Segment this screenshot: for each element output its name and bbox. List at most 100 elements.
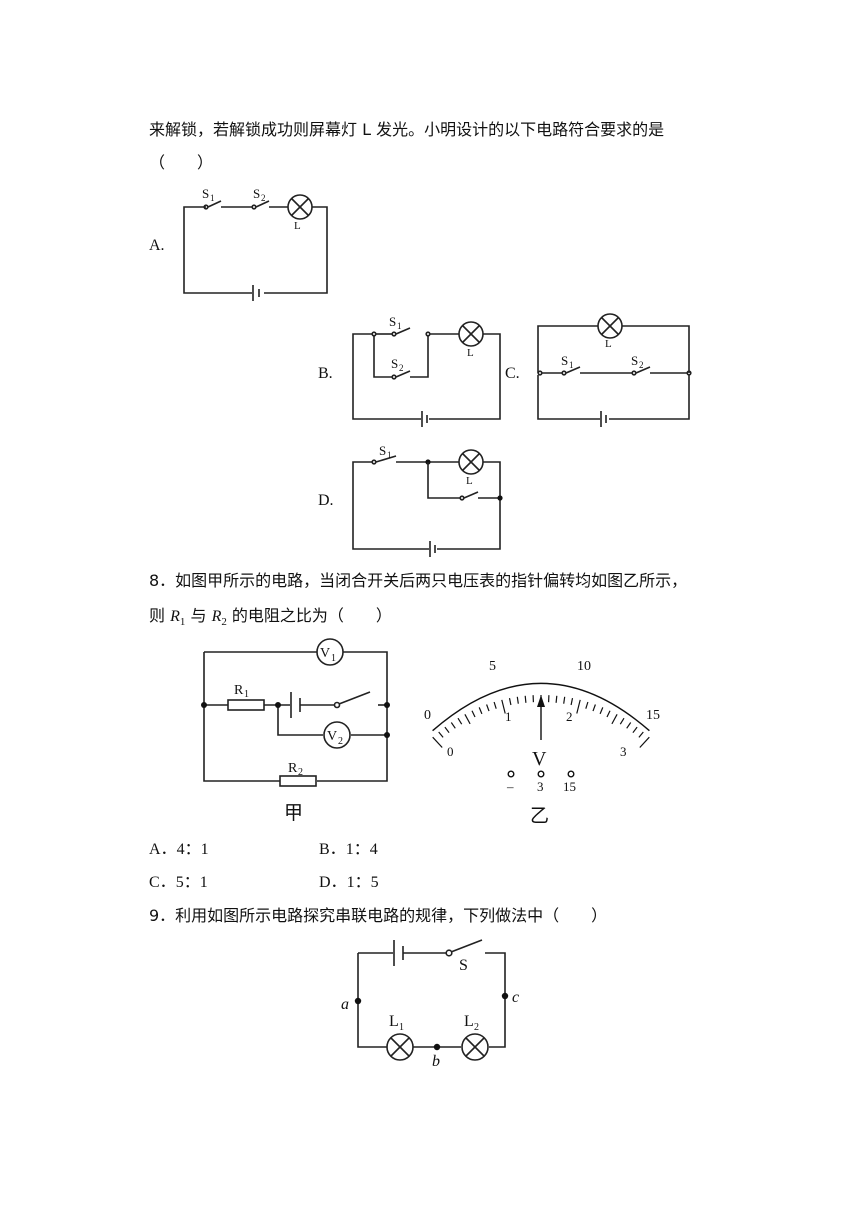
d-lamp-label: L — [466, 475, 473, 487]
jia-r1-label: R — [234, 683, 244, 698]
dial-tick — [508, 697, 512, 706]
yi-caption: 乙 — [530, 805, 550, 827]
a-s2-label: S — [253, 186, 260, 201]
terminal-3: 3 — [537, 779, 544, 794]
dial-ticks — [432, 695, 650, 748]
dial-tick — [563, 696, 566, 704]
c-s1-sub: 1 — [569, 360, 574, 370]
b-lamp-label: L — [467, 347, 474, 359]
dial-tick — [638, 731, 644, 738]
q9-l1-label: L — [389, 1013, 399, 1030]
dial-tick — [450, 722, 456, 729]
c-lamp-label: L — [605, 338, 612, 350]
q8-choice-b: B．1：4 — [319, 840, 378, 860]
q8-line1: 8．如图甲所示的电路，当闭合开关后两只电压表的指针偏转均如图乙所示， — [149, 571, 688, 590]
option-c-label: C. — [505, 365, 520, 382]
dial-outer-5: 5 — [489, 659, 496, 674]
dial-tick — [585, 701, 589, 709]
q9-l1-sub: 1 — [399, 1022, 404, 1033]
jia-v2-sub: 2 — [338, 736, 343, 747]
dial-tick — [555, 695, 558, 703]
q8-choice-d-text: 1：5 — [346, 874, 379, 891]
q8-choice-b-key: B． — [319, 841, 346, 858]
jia-r2-label: R — [288, 761, 298, 776]
dial-tick — [592, 704, 596, 712]
option-d-label: D. — [318, 492, 334, 509]
dial-inner-1: 1 — [505, 709, 512, 724]
dial-tick — [606, 710, 611, 718]
dial-tick — [486, 704, 490, 712]
terminal-15: 15 — [563, 779, 576, 794]
dial-tick — [438, 731, 444, 738]
q8-choice-c: C．5：1 — [149, 873, 208, 893]
q8-choice-c-key: C． — [149, 874, 176, 891]
q7-answer-blank: （ ） — [149, 153, 214, 172]
jia-v2-label: V — [327, 729, 337, 744]
q9-b-label: b — [432, 1053, 440, 1070]
c-s2-label: S — [631, 353, 638, 368]
dial-tick — [639, 736, 650, 748]
dial-tick — [599, 707, 604, 715]
q9-l2-sub: 2 — [474, 1022, 479, 1033]
q8-line2: 则 R1 与 R2 的电阻之比为（ ） — [149, 606, 392, 632]
q8-r1-sub: 1 — [179, 616, 186, 629]
q8-r1: R — [170, 608, 180, 625]
q8-choice-c-text: 5：1 — [175, 874, 208, 891]
b-s2-sub: 2 — [399, 363, 404, 373]
dial-inner-2: 2 — [566, 709, 573, 724]
dial-tick — [611, 714, 618, 725]
q7-line1: 来解锁，若解锁成功则屏幕灯 L 发光。小明设计的以下电路符合要求的是 — [149, 120, 665, 139]
dial-tick — [471, 710, 476, 718]
dial-unit: V — [532, 748, 547, 770]
q8-r2-sub: 2 — [221, 616, 227, 629]
q9-l2-label: L — [464, 1013, 474, 1030]
dial-tick — [457, 717, 463, 725]
a-s2-sub: 2 — [261, 193, 266, 203]
dial-needle-arrow — [537, 695, 545, 707]
dial-tick — [478, 707, 483, 715]
dial-outer-10: 10 — [577, 659, 591, 674]
dial-tick — [524, 695, 527, 703]
q8-choice-d: D．1：5 — [319, 873, 379, 893]
jia-v1-sub: 1 — [331, 653, 336, 664]
a-s1-sub: 1 — [210, 193, 215, 203]
d-s1-sub: 1 — [387, 450, 392, 460]
q9-c-label: c — [512, 989, 519, 1006]
terminal-minus: – — [506, 779, 514, 794]
option-b-label: B. — [318, 365, 333, 382]
q9-a-label: a — [341, 996, 349, 1013]
q9-s-label: S — [459, 957, 468, 974]
option-a-label: A. — [149, 237, 165, 254]
dial-tick — [493, 701, 497, 709]
q9-line1: 9．利用如图所示电路探究串联电路的规律，下列做法中（ ） — [149, 906, 608, 925]
q8-line2-post: 的电阻之比为（ ） — [226, 606, 392, 625]
q8-line2-pre: 则 — [149, 606, 171, 625]
dial-inner-3: 3 — [620, 744, 627, 759]
a-lamp-label: L — [294, 220, 301, 232]
dial-arc — [432, 682, 650, 732]
q8-choice-a: A．4：1 — [149, 840, 209, 860]
c-s1-label: S — [561, 353, 568, 368]
dial-tick — [570, 697, 574, 706]
dial-tick — [501, 699, 506, 714]
dial-tick — [632, 726, 638, 734]
q8-choice-d-key: D． — [319, 874, 347, 891]
dial-tick — [619, 717, 625, 725]
b-s2-label: S — [391, 356, 398, 371]
jia-v1-label: V — [320, 646, 330, 661]
dial-inner-0: 0 — [447, 744, 454, 759]
dial-tick — [576, 699, 581, 714]
b-s1-sub: 1 — [397, 321, 402, 331]
jia-r1-sub: 1 — [244, 689, 249, 700]
c-s2-sub: 2 — [639, 360, 644, 370]
b-s1-label: S — [389, 314, 396, 329]
jia-r2-sub: 2 — [298, 767, 303, 778]
dial-outer-15: 15 — [646, 708, 660, 723]
